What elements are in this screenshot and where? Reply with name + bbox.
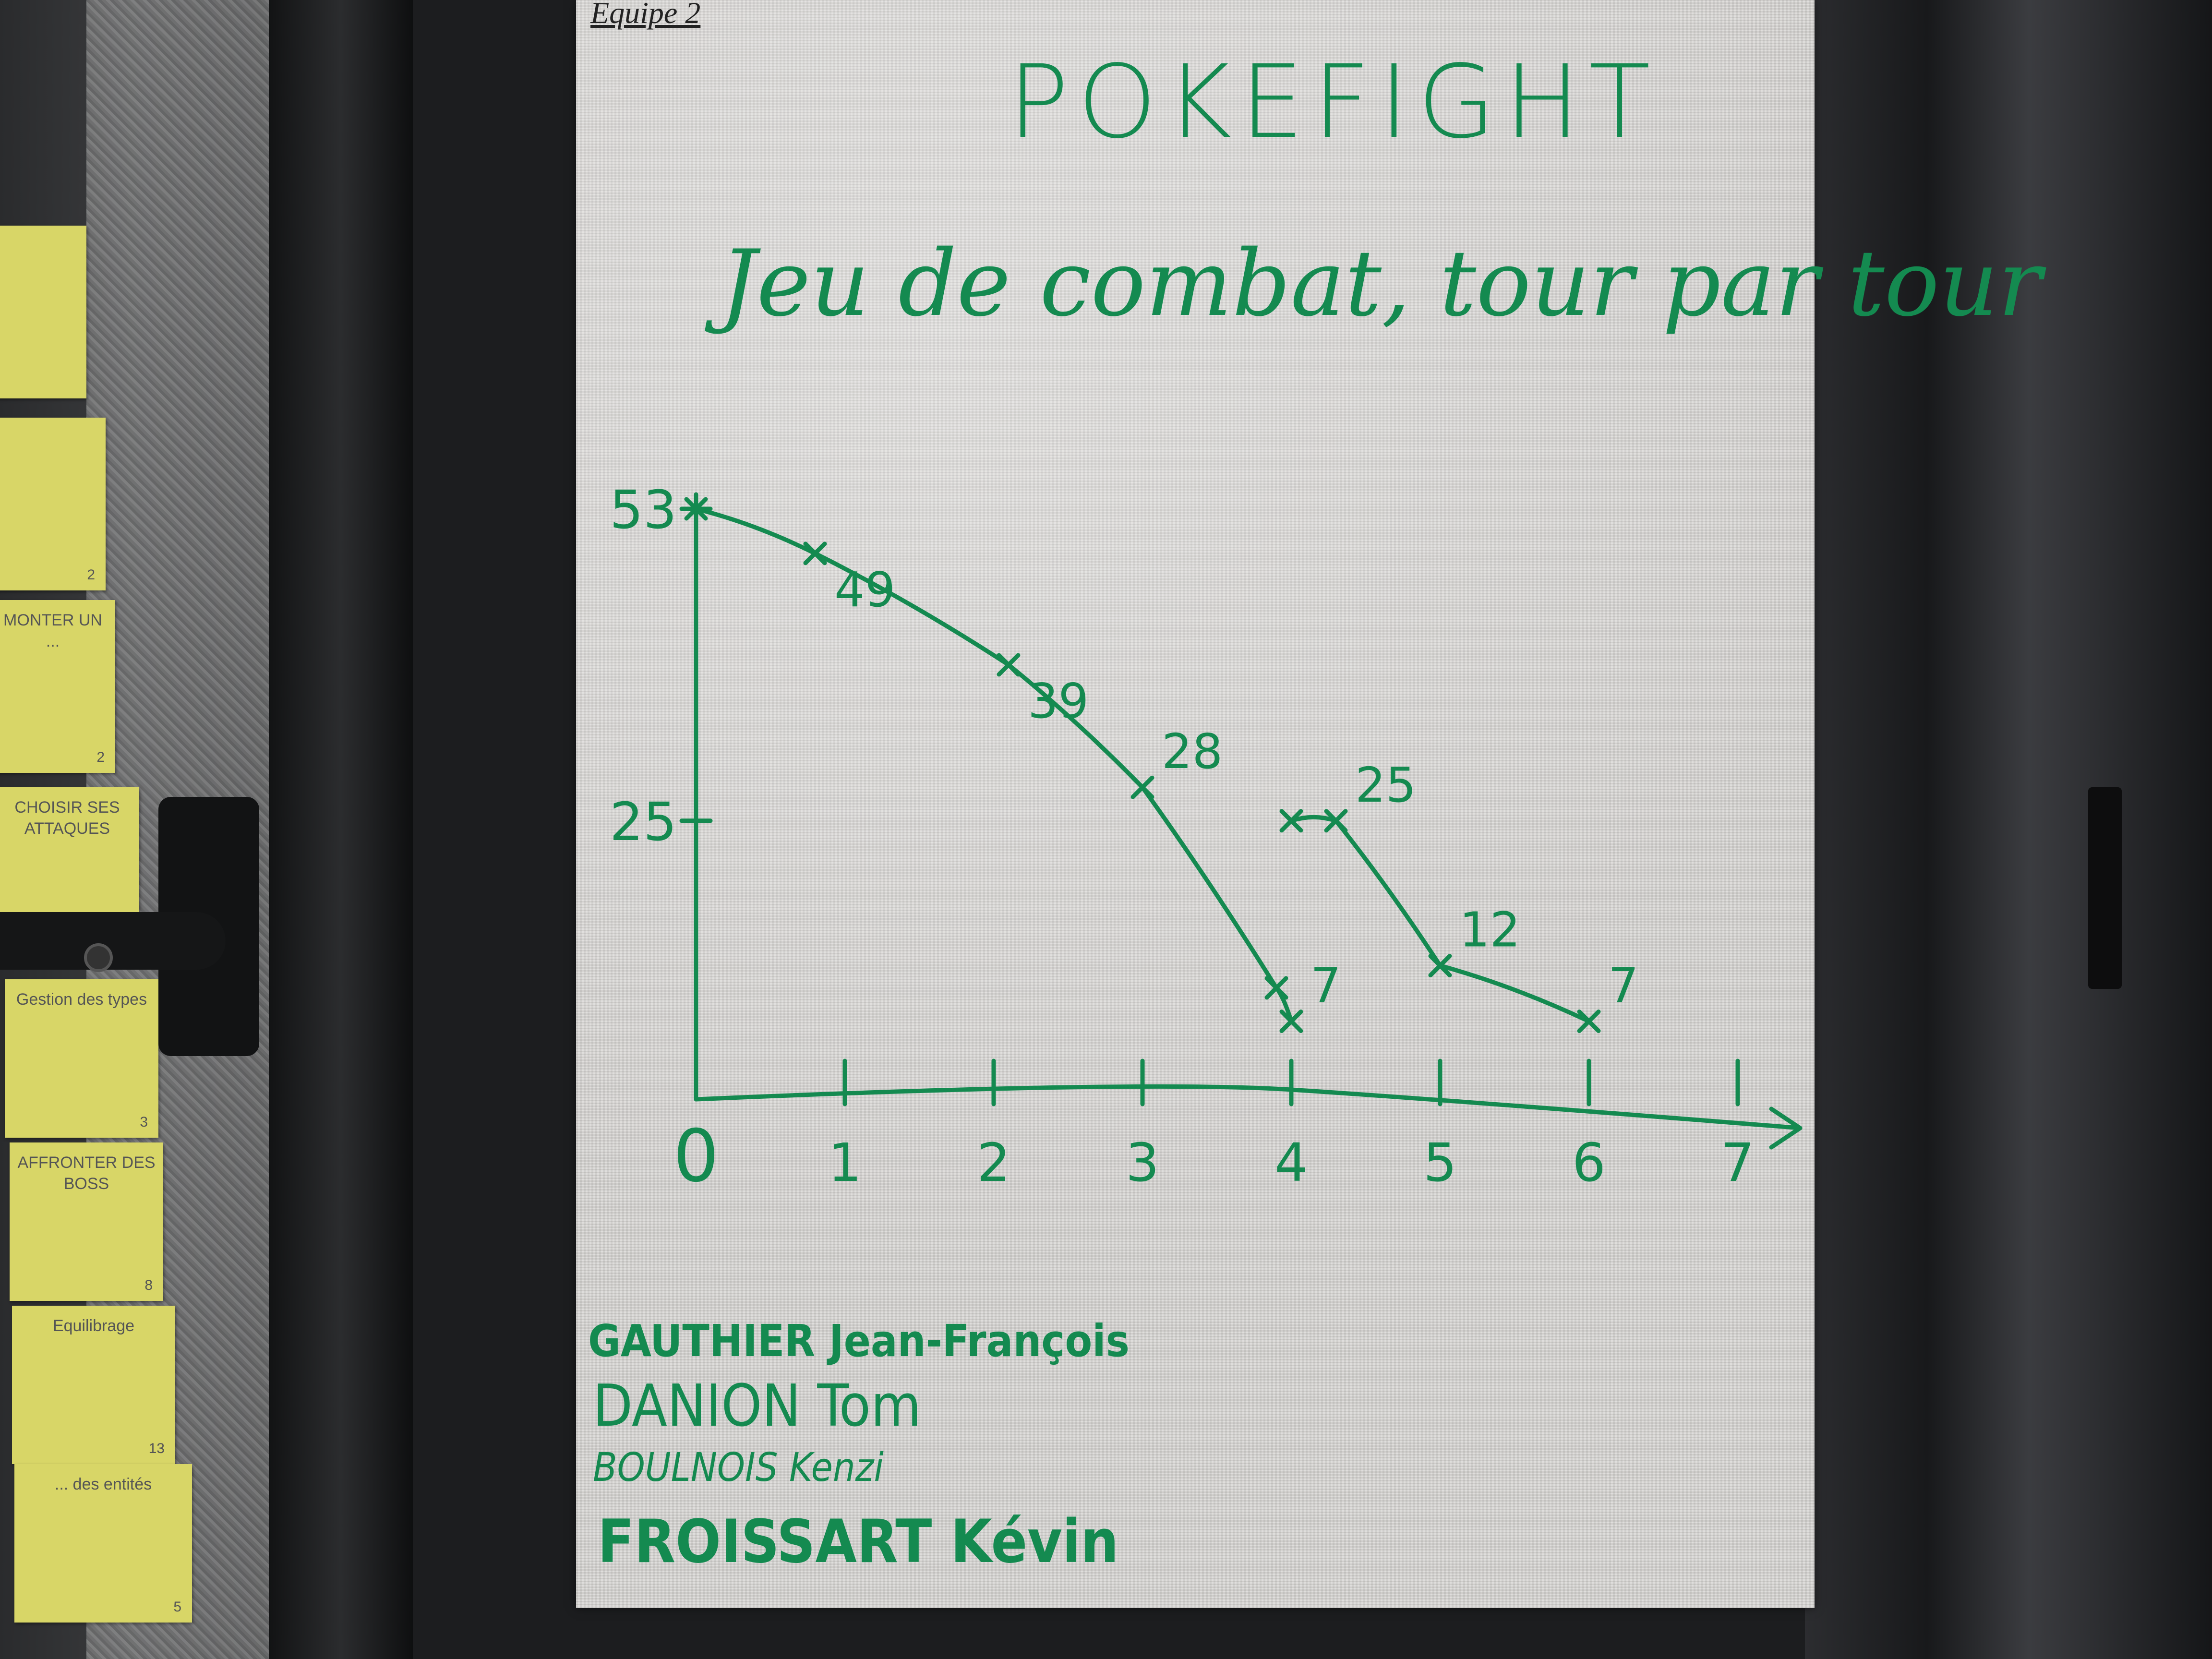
x-tick-label: 0	[673, 1115, 719, 1198]
team-tag: Equipe 2	[590, 0, 701, 30]
sticky-note: AFFRONTER DES BOSS 8	[10, 1142, 163, 1301]
team-member-name: BOULNOIS Kenzi	[593, 1445, 884, 1491]
sticky-note-text: ... des entités	[54, 1475, 152, 1493]
data-label: 28	[1162, 723, 1223, 780]
window-frame-right	[1805, 0, 2212, 1659]
sticky-note: MONTER UN ... 2	[0, 600, 115, 773]
sticky-note-text: AFFRONTER DES BOSS	[17, 1154, 156, 1193]
team-member-name: DANION Tom	[593, 1373, 922, 1440]
data-point	[1130, 775, 1154, 799]
y-tick-label: 53	[610, 479, 677, 541]
data-point	[1264, 976, 1288, 1000]
x-tick-label: 7	[1721, 1132, 1755, 1193]
y-tick-label: 25	[610, 791, 677, 853]
sticky-note-estimate: 2	[87, 567, 95, 583]
sticky-note-text: Gestion des types	[16, 990, 147, 1009]
sticky-note-text: CHOISIR SES ATTAQUES	[14, 798, 120, 838]
sticky-note: Gestion des types 3	[5, 979, 158, 1138]
data-label: 39	[1028, 673, 1089, 729]
team-member-name: GAUTHIER Jean-François	[588, 1315, 1130, 1367]
sticky-note: ... des entités 5	[14, 1464, 192, 1623]
sticky-note-estimate: 8	[144, 1277, 153, 1293]
data-label: 49	[834, 562, 895, 618]
sticky-note-text: Equilibrage	[52, 1317, 135, 1335]
poster-title: POKEFIGHT	[1008, 43, 1659, 161]
x-axis-arrow	[1769, 1106, 1803, 1150]
sticky-note-estimate: 3	[140, 1114, 148, 1130]
chart-ticks	[679, 506, 1740, 1106]
sticky-note-text: MONTER UN ...	[3, 611, 102, 650]
x-axis	[694, 1084, 1803, 1130]
lock-icon	[84, 943, 113, 972]
sticky-note-estimate: 5	[173, 1599, 181, 1615]
x-tick-label: 2	[977, 1132, 1010, 1193]
x-tick-label: 5	[1423, 1132, 1457, 1193]
data-point	[684, 497, 708, 521]
sticky-note: 2	[0, 418, 106, 590]
series-line	[1289, 815, 1591, 1024]
data-point	[1279, 1010, 1303, 1034]
poster	[576, 0, 1815, 1608]
data-point	[803, 541, 827, 565]
data-point	[997, 653, 1021, 677]
series-line	[694, 506, 1294, 1024]
data-label: 7	[1310, 958, 1341, 1014]
data-label: 25	[1355, 757, 1416, 813]
team-member-name: FROISSART Kévin	[598, 1507, 1119, 1576]
x-tick-label: 4	[1274, 1132, 1308, 1193]
chart-axes	[694, 492, 1803, 1150]
x-tick-label: 1	[828, 1132, 862, 1193]
data-label: 7	[1608, 958, 1639, 1014]
data-point	[1428, 954, 1452, 978]
sticky-note	[0, 226, 86, 398]
door-stile	[269, 0, 413, 1659]
x-tick-label: 3	[1126, 1132, 1159, 1193]
chart-series	[684, 497, 1601, 1034]
sticky-note: Equilibrage 13	[12, 1306, 175, 1464]
data-label: 12	[1459, 902, 1520, 958]
poster-subtitle: Jeu de combat, tour par tour	[720, 230, 2042, 337]
data-point	[1279, 809, 1303, 833]
data-point	[1324, 809, 1348, 833]
sticky-note-estimate: 2	[96, 749, 105, 765]
sticky-note-estimate: 13	[148, 1441, 165, 1456]
hinge-icon	[2088, 787, 2122, 989]
data-point	[1577, 1010, 1601, 1034]
door-handle	[0, 912, 226, 970]
x-tick-label: 6	[1572, 1132, 1606, 1193]
